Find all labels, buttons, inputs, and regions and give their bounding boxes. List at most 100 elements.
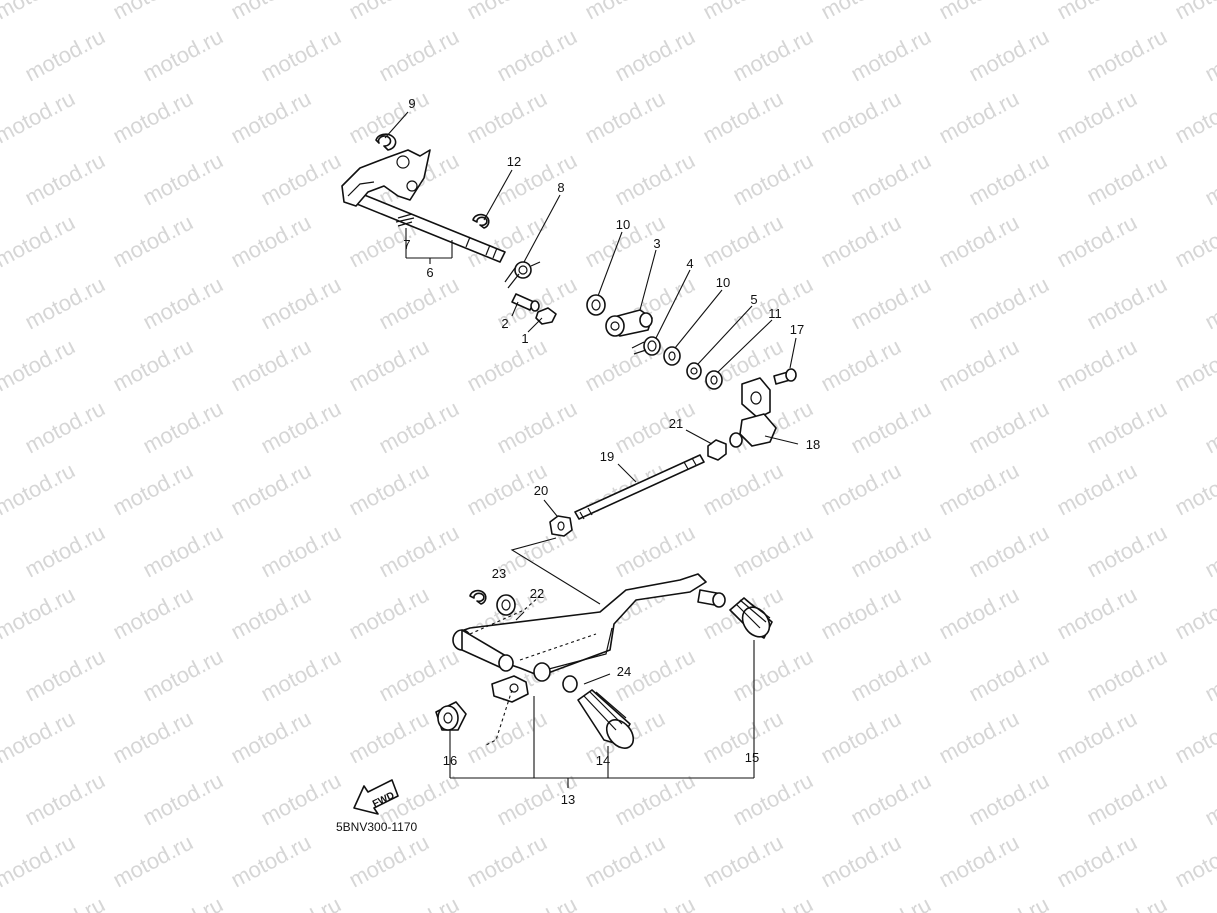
callout-4: 4: [686, 256, 693, 271]
watermark-text: motod.ru: [699, 0, 787, 24]
shift-pedal-assembly: [452, 573, 726, 703]
callout-17: 17: [790, 322, 804, 337]
watermark-text: motod.ru: [935, 210, 1023, 273]
watermark-text: motod.ru: [109, 210, 197, 273]
watermark-text: motod.ru: [817, 210, 905, 273]
watermark-text: motod.ru: [109, 830, 197, 893]
watermark-text: motod.ru: [935, 0, 1023, 24]
watermark-text: motod.ru: [139, 148, 227, 211]
watermark-text: motod.ru: [1053, 334, 1141, 397]
watermark-text: motod.ru: [699, 706, 787, 769]
circlip-23: [469, 589, 487, 605]
watermark-text: motod.ru: [1171, 458, 1217, 521]
bolt-17: [773, 368, 797, 385]
watermark-text: motod.ru: [699, 210, 787, 273]
watermark-text: motod.ru: [109, 86, 197, 149]
watermark-text: motod.ru: [257, 24, 345, 87]
watermark-text: motod.ru: [699, 830, 787, 893]
watermark-text: motod.ru: [21, 768, 109, 831]
watermark-text: motod.ru: [227, 334, 315, 397]
watermark-text: motod.ru: [257, 768, 345, 831]
watermark-text: motod.ru: [965, 644, 1053, 707]
rod-end-joint-18: [729, 377, 777, 448]
watermark-text: motod.ru: [729, 520, 817, 583]
watermark-text: motod.ru: [1171, 582, 1217, 645]
watermark-text: motod.ru: [463, 86, 551, 149]
callout-12: 12: [507, 154, 521, 169]
watermark-text: motod.ru: [375, 396, 463, 459]
bolt-2: [511, 293, 540, 312]
watermark-text: motod.ru: [1053, 210, 1141, 273]
watermark-text: motod.ru: [935, 582, 1023, 645]
watermark-text: motod.ru: [227, 458, 315, 521]
watermark-text: motod.ru: [611, 24, 699, 87]
watermark-text: motod.ru: [935, 334, 1023, 397]
watermark-text: motod.ru: [493, 892, 581, 913]
circlip-9: [375, 133, 397, 151]
callout-21: 21: [669, 416, 683, 431]
callout-20: 20: [534, 483, 548, 498]
watermark-text: motod.ru: [1083, 24, 1171, 87]
callout-15: 15: [745, 750, 759, 765]
watermark-text: motod.ru: [1053, 706, 1141, 769]
watermark-text: motod.ru: [21, 892, 109, 913]
fwd-arrow-icon: FWD: [353, 779, 399, 815]
watermark-text: motod.ru: [965, 272, 1053, 335]
watermark-text: motod.ru: [257, 148, 345, 211]
watermark-text: motod.ru: [817, 582, 905, 645]
watermark-text: motod.ru: [21, 272, 109, 335]
watermark-text: motod.ru: [375, 272, 463, 335]
callout-22: 22: [530, 586, 544, 601]
watermark-text: motod.ru: [1201, 272, 1217, 335]
watermark-text: motod.ru: [345, 582, 433, 645]
callout-13: 13: [561, 792, 575, 807]
watermark-text: motod.ru: [463, 706, 551, 769]
callout-14: 14: [596, 753, 610, 768]
watermark-text: motod.ru: [21, 644, 109, 707]
watermark-text: motod.ru: [257, 396, 345, 459]
callout-24: 24: [617, 664, 631, 679]
watermark-text: motod.ru: [109, 582, 197, 645]
watermark-text: motod.ru: [1201, 520, 1217, 583]
watermark-text: motod.ru: [227, 86, 315, 149]
watermark-text: motod.ru: [1171, 86, 1217, 149]
watermark-text: motod.ru: [817, 706, 905, 769]
watermark-text: motod.ru: [581, 830, 669, 893]
watermark-text: motod.ru: [139, 520, 227, 583]
watermark-text: motod.ru: [21, 396, 109, 459]
watermark-text: motod.ru: [109, 458, 197, 521]
callout-2: 2: [501, 316, 508, 331]
watermark-text: motod.ru: [139, 892, 227, 913]
watermark-text: motod.ru: [21, 24, 109, 87]
watermark-text: motod.ru: [935, 458, 1023, 521]
watermark-text: motod.ru: [1083, 396, 1171, 459]
watermark-text: motod.ru: [581, 86, 669, 149]
pedal-rubber-15: [729, 597, 773, 639]
pedal-rubber-14: [577, 689, 635, 749]
watermark-text: motod.ru: [611, 520, 699, 583]
watermark-text: motod.ru: [0, 334, 79, 397]
watermark-text: motod.ru: [1201, 396, 1217, 459]
watermark-text: motod.ru: [935, 86, 1023, 149]
watermark-text: motod.ru: [139, 24, 227, 87]
watermark-text: motod.ru: [257, 644, 345, 707]
collar-1: [535, 307, 557, 325]
watermark-text: motod.ru: [345, 0, 433, 24]
watermark-text: motod.ru: [1201, 892, 1217, 913]
shift-arm-3: [605, 309, 653, 337]
watermark-text: motod.ru: [227, 582, 315, 645]
watermark-text: motod.ru: [847, 24, 935, 87]
watermark-text: motod.ru: [375, 644, 463, 707]
boot-16: [435, 701, 467, 731]
watermark-text: motod.ru: [699, 86, 787, 149]
watermark-text: motod.ru: [109, 0, 197, 24]
callout-3: 3: [653, 236, 660, 251]
watermark-text: motod.ru: [611, 892, 699, 913]
watermark-text: motod.ru: [611, 396, 699, 459]
callout-23: 23: [492, 566, 506, 581]
leader-lines: [384, 111, 799, 788]
watermark-text: motod.ru: [965, 520, 1053, 583]
watermark-text: motod.ru: [1083, 148, 1171, 211]
watermark-text: motod.ru: [935, 830, 1023, 893]
